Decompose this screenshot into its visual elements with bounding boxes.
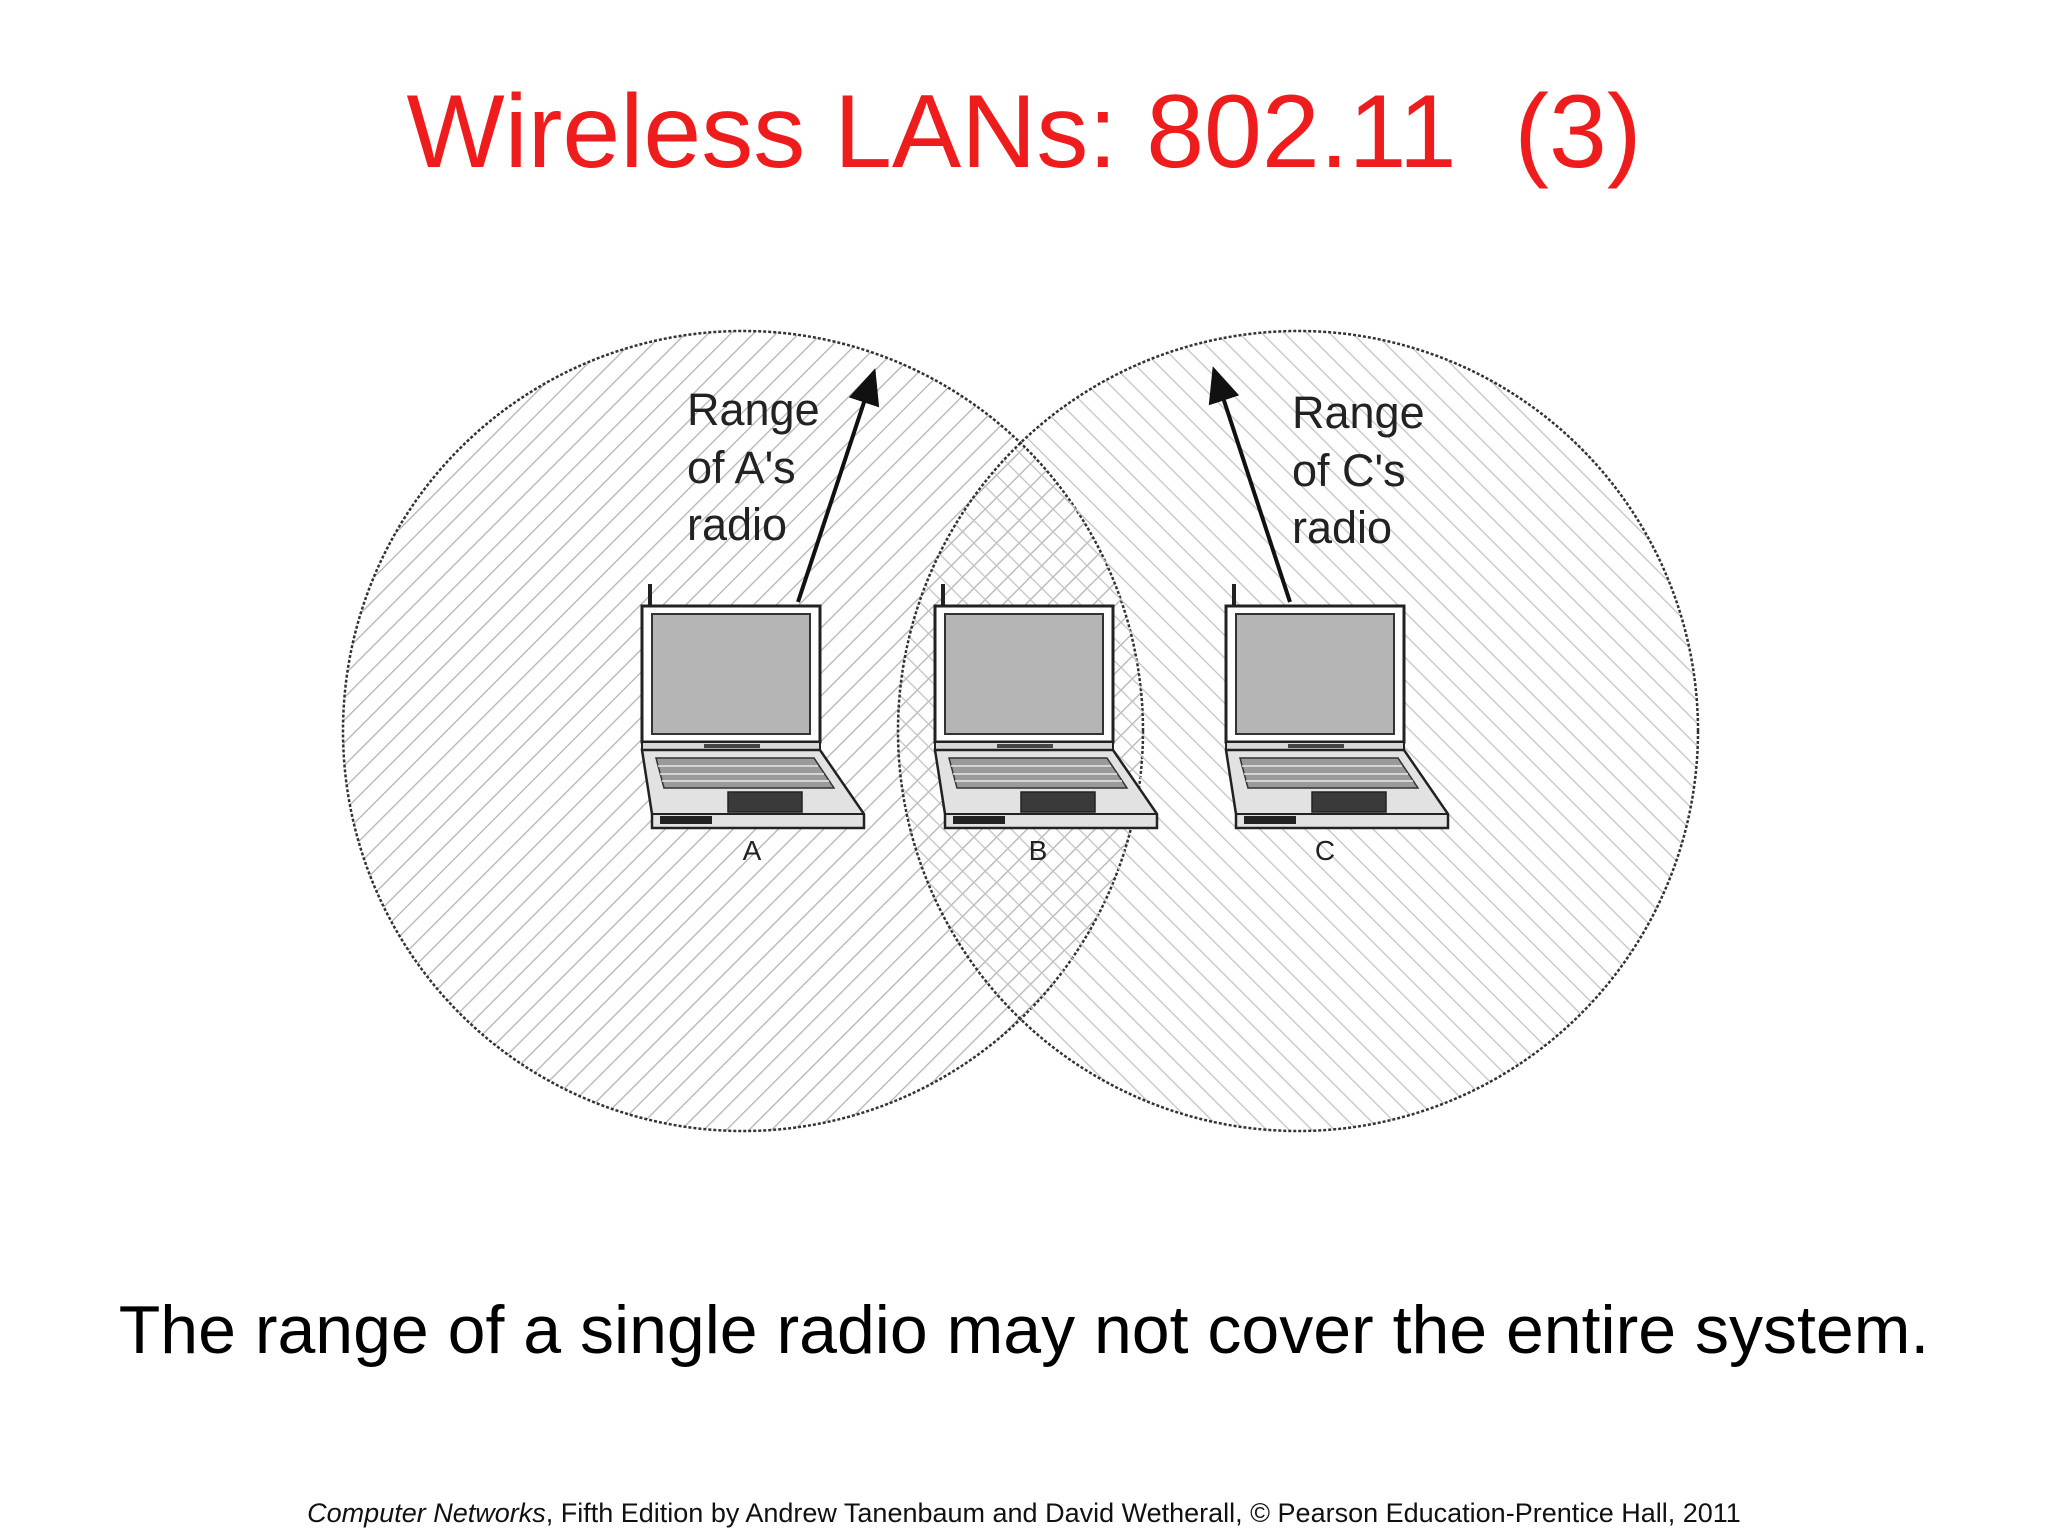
slide-title: Wireless LANs: 802.11 (3) xyxy=(406,74,1642,190)
laptop-b-label: B xyxy=(1029,835,1048,866)
svg-text:Range of C's radio: Range of C's radio xyxy=(1292,387,1437,553)
range-arrow-a xyxy=(796,368,880,603)
range-a-label-line-1: Range xyxy=(687,384,820,435)
citation-book-title: Computer Networks xyxy=(307,1498,546,1528)
range-c-label-line-2: of C's xyxy=(1292,445,1406,496)
range-arrow-c xyxy=(1208,366,1292,603)
svg-text:Range of A's radio: Range of A's radio xyxy=(687,384,832,550)
laptop-a-label: A xyxy=(743,835,762,866)
citation-details: , Fifth Edition by Andrew Tanenbaum and … xyxy=(545,1498,1741,1528)
range-a-label-line-2: of A's xyxy=(687,442,796,493)
slide-caption: The range of a single radio may not cove… xyxy=(118,1292,1930,1368)
citation-footer: Computer Networks, Fifth Edition by Andr… xyxy=(0,1496,2048,1530)
laptop-c-label: C xyxy=(1315,835,1335,866)
range-c-label-line-3: radio xyxy=(1292,502,1392,553)
range-a-label-line-3: radio xyxy=(687,499,787,550)
range-c-label-line-1: Range xyxy=(1292,387,1425,438)
